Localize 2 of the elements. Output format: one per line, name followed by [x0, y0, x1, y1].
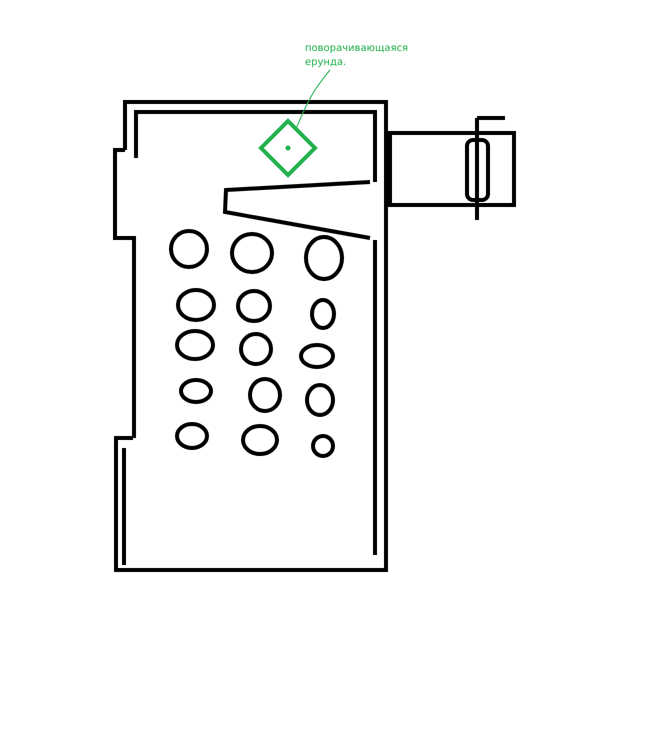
- callout-text: поворачивающаяся ерунда.: [305, 42, 410, 70]
- leader-line: [296, 70, 330, 130]
